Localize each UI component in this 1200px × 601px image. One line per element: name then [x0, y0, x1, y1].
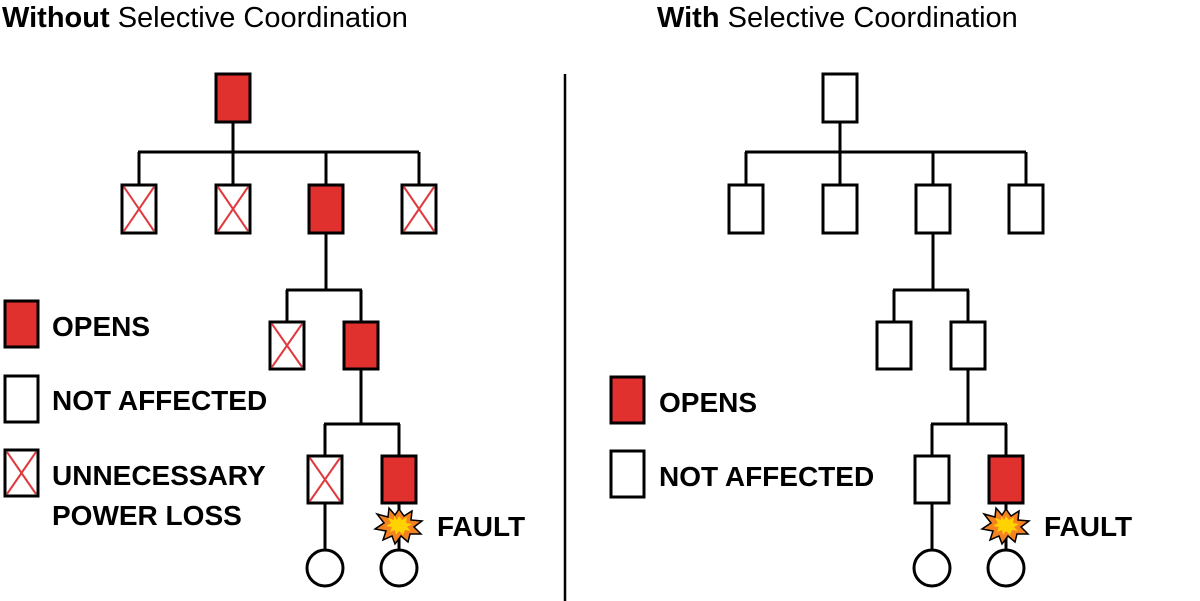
- legend-not-affected-swatch: [3, 374, 40, 424]
- right-sub-2: [949, 320, 987, 371]
- right-feeder-2: [821, 183, 859, 235]
- unnecessary-x-mark: [403, 186, 435, 232]
- right-branch-1: [913, 454, 951, 505]
- right-feeder-1: [727, 183, 765, 235]
- left-panel-title: Without Selective Coordination: [2, 2, 408, 34]
- left-devices: [120, 72, 438, 505]
- unnecessary-x-mark: [123, 186, 155, 232]
- left-main-breaker: [214, 72, 252, 124]
- right-main-breaker: [821, 72, 859, 124]
- right-sub-1: [875, 320, 913, 371]
- right-fault-label: FAULT: [1044, 511, 1132, 542]
- legend-opens-label: OPENS: [659, 387, 757, 418]
- right-legend: OPENS NOT AFFECTED: [609, 375, 874, 499]
- left-legend: OPENS NOT AFFECTED UNNECESSARY POWER LOS…: [3, 299, 267, 531]
- right-panel-title: With Selective Coordination: [657, 2, 1018, 34]
- unnecessary-x-mark: [309, 457, 341, 502]
- right-branch-2: [987, 454, 1025, 505]
- legend-opens-label: OPENS: [52, 311, 150, 342]
- left-feeder-3: [307, 183, 345, 235]
- right-feeder-4: [1007, 183, 1045, 235]
- right-title-bold: With: [657, 2, 720, 34]
- legend-not-affected-swatch: [609, 449, 646, 499]
- right-feeder-3: [914, 183, 952, 235]
- legend-unnecessary-line1: UNNECESSARY: [52, 460, 266, 491]
- left-branch-2: [380, 454, 418, 505]
- left-title-rest: Selective Coordination: [110, 2, 408, 34]
- right-load-1: [912, 548, 952, 588]
- left-fault-explosion-icon: [373, 506, 425, 546]
- right-tree-wiring: [744, 122, 1028, 550]
- legend-unnecessary-line2: POWER LOSS: [52, 500, 242, 531]
- left-sub-2: [342, 320, 380, 371]
- legend-not-affected-label: NOT AFFECTED: [52, 385, 267, 416]
- unnecessary-x-mark: [271, 323, 303, 368]
- legend-opens-swatch: [3, 299, 40, 349]
- left-fault-label: FAULT: [437, 511, 525, 542]
- right-load-2: [986, 548, 1026, 588]
- left-load-2: [379, 548, 419, 588]
- right-fault-explosion-icon: [980, 506, 1032, 546]
- right-devices: [727, 72, 1045, 505]
- left-load-1: [305, 548, 345, 588]
- unnecessary-x-mark: [217, 186, 249, 232]
- legend-not-affected-label: NOT AFFECTED: [659, 461, 874, 492]
- unnecessary-x-mark: [6, 451, 37, 495]
- legend-opens-swatch: [609, 375, 646, 425]
- left-tree-wiring: [137, 122, 421, 550]
- right-title-rest: Selective Coordination: [720, 2, 1018, 34]
- left-title-bold: Without: [2, 2, 110, 34]
